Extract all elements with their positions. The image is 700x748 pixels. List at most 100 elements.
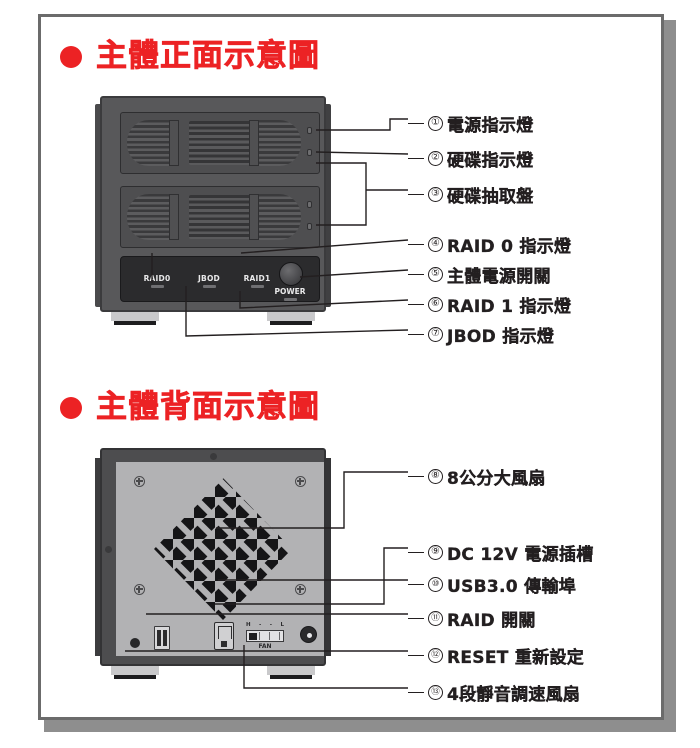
dip-switch-lever-1[interactable] <box>157 630 161 646</box>
power-button[interactable] <box>279 262 303 286</box>
callout-11: ⑪ RAID 開關 <box>408 606 536 631</box>
leader-dash <box>408 618 424 619</box>
callout-13: ⑬ 4段靜音調速風扇 <box>408 680 580 705</box>
drive-bay-upper <box>120 112 320 174</box>
callout-9: ⑨ DC 12V 電源插槽 <box>408 540 594 565</box>
power-led-icon <box>283 297 297 301</box>
jbod-label: JBOD <box>198 274 220 283</box>
tray-latch-bar <box>249 120 259 166</box>
callout-4: ④ RAID 0 指示燈 <box>408 232 571 257</box>
bay-vent-slats <box>189 121 251 165</box>
callout-number: ③ <box>428 187 443 202</box>
tray-latch-bar <box>169 194 179 240</box>
chassis-screw-left <box>105 546 112 553</box>
callout-12: ⑫ RESET 重新設定 <box>408 643 584 668</box>
jbod-indicator: JBOD <box>187 274 231 288</box>
callout-number: ④ <box>428 237 443 252</box>
power-label: POWER <box>274 287 306 296</box>
leader-dash <box>408 655 424 656</box>
tray-vent-arc-icon <box>259 194 301 240</box>
fan-speed-scale: H - - L <box>246 622 284 628</box>
raid0-led-icon <box>150 285 164 288</box>
front-chassis-left-side <box>95 104 104 307</box>
callout-label: USB3.0 傳輸埠 <box>447 577 577 597</box>
callout-label: RAID 1 指示燈 <box>447 297 572 317</box>
callout-label: 電源指示燈 <box>447 116 534 136</box>
fan-switch-label: FAN <box>258 643 272 650</box>
fan-tick-3 <box>279 632 281 640</box>
callout-number: ⑫ <box>428 648 443 663</box>
callout-1: ① 電源指示燈 <box>408 111 534 136</box>
callout-number: ① <box>428 116 443 131</box>
callout-5: ⑤ 主體電源開關 <box>408 262 551 287</box>
callout-8: ⑧ 8公分大風扇 <box>408 464 546 489</box>
callout-label: JBOD 指示燈 <box>447 327 555 347</box>
reset-button-hole[interactable] <box>130 638 140 648</box>
callout-label: 硬碟指示燈 <box>447 151 534 171</box>
hdd-led-indicator <box>307 149 312 156</box>
fan-scale-mid1: - <box>259 622 262 628</box>
fan-scale-low: L <box>280 622 284 628</box>
tray-vent-arc-icon <box>259 120 301 166</box>
plate-screw-top-left <box>134 476 145 487</box>
fan-slider-knob[interactable] <box>248 632 257 640</box>
raid-dip-switch[interactable] <box>154 626 170 650</box>
leader-dash <box>408 692 424 693</box>
callout-label: RAID 開關 <box>447 611 536 631</box>
plate-screw-bottom-right <box>295 584 306 595</box>
callout-7: ⑦ JBOD 指示燈 <box>408 322 554 347</box>
hdd-led-indicator <box>307 223 312 230</box>
front-chassis-body: RAID0 JBOD RAID1 POWER <box>100 96 326 312</box>
leader-dash <box>408 158 424 159</box>
callout-number: ⑤ <box>428 267 443 282</box>
fan-scale-high: H <box>246 622 251 628</box>
leader-dash <box>408 552 424 553</box>
front-section-heading: 主體正面示意圖 <box>96 38 320 74</box>
callout-label: RESET 重新設定 <box>447 648 585 668</box>
raid0-label: RAID0 <box>143 274 171 283</box>
fan-slider-track[interactable] <box>246 630 284 642</box>
drive-tray-handle-left <box>127 194 179 240</box>
callout-label: 硬碟抽取盤 <box>447 187 534 207</box>
usb3-port <box>214 622 234 650</box>
fan-tick-1 <box>259 632 261 640</box>
callout-number: ⑨ <box>428 545 443 560</box>
back-chassis-foot-left <box>111 666 159 679</box>
front-control-panel: RAID0 JBOD RAID1 POWER <box>120 256 320 302</box>
callout-10: ⑩ USB3.0 傳輸埠 <box>408 572 576 597</box>
tray-latch-bar <box>169 120 179 166</box>
tray-latch-bar <box>249 194 259 240</box>
chassis-screw-top <box>210 453 217 460</box>
fan-tick-2 <box>269 632 271 640</box>
power-button-caption: POWER <box>271 287 309 301</box>
bay-vent-slats <box>189 195 251 239</box>
dc-power-jack <box>300 626 317 643</box>
drive-tray-handle-left <box>127 120 179 166</box>
bullet-icon <box>60 396 82 419</box>
callout-label: DC 12V 電源插槽 <box>447 545 594 565</box>
callout-label: RAID 0 指示燈 <box>447 237 572 257</box>
callout-number: ⑬ <box>428 685 443 700</box>
leader-dash <box>408 274 424 275</box>
back-chassis-foot-right <box>267 666 315 679</box>
section-title-back: 主體背面示意圖 <box>60 389 320 425</box>
fan-speed-switch[interactable]: H - - L FAN <box>246 622 284 652</box>
back-chassis-body: H - - L FAN <box>100 448 326 666</box>
callout-label: 主體電源開關 <box>447 267 551 287</box>
callout-6: ⑥ RAID 1 指示燈 <box>408 292 571 317</box>
fan-scale-mid2: - <box>269 622 273 628</box>
section-title-front: 主體正面示意圖 <box>60 38 320 74</box>
power-led-indicator <box>307 127 312 134</box>
back-panel-plate: H - - L FAN <box>116 462 324 656</box>
back-section-heading: 主體背面示意圖 <box>96 389 320 425</box>
tray-vent-arc-icon <box>127 120 169 166</box>
power-led-indicator <box>307 201 312 208</box>
callout-number: ⑪ <box>428 611 443 626</box>
dip-switch-lever-2[interactable] <box>163 630 167 646</box>
leader-dash <box>408 194 424 195</box>
front-device-illustration: RAID0 JBOD RAID1 POWER <box>95 96 331 325</box>
drive-bay-lower <box>120 186 320 248</box>
raid1-led-icon <box>250 285 264 288</box>
raid0-indicator: RAID0 <box>135 274 179 288</box>
